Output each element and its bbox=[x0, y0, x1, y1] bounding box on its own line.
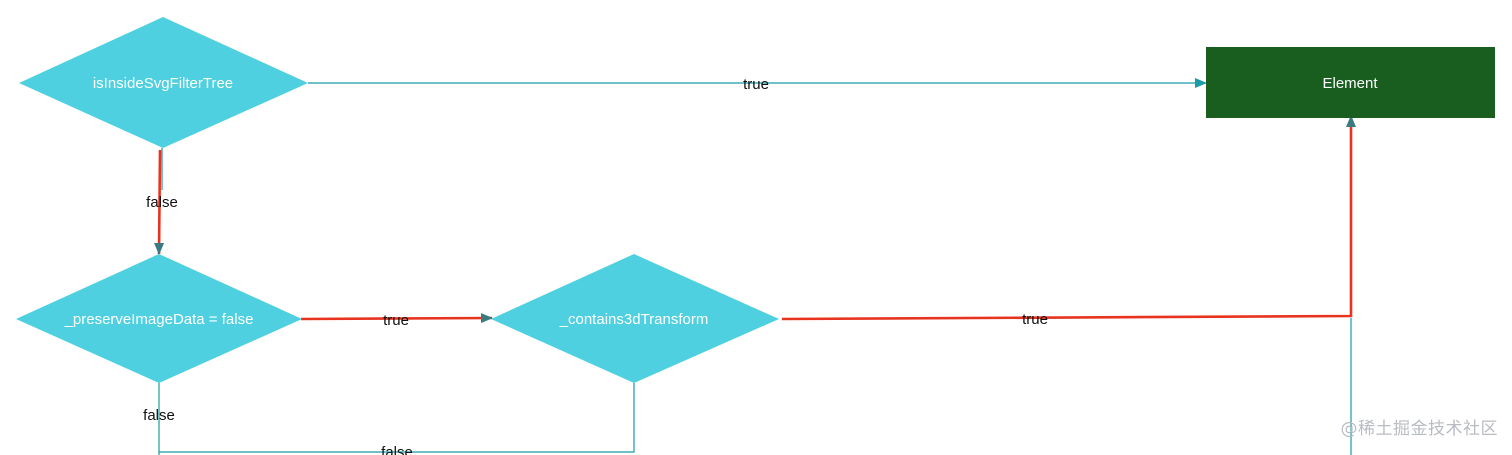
edge-filter-tree-false-highlight bbox=[154, 149, 165, 255]
highlighted-path bbox=[154, 115, 1356, 324]
decision-preserve-image-data: _preserveImageData = false bbox=[16, 254, 302, 383]
edge-preserve-true-highlight bbox=[300, 313, 493, 324]
decision-is-inside-svg-filter-tree: isInsideSvgFilterTree bbox=[19, 17, 308, 148]
decision-diamond bbox=[19, 17, 308, 148]
terminal-element: Element bbox=[1206, 47, 1495, 118]
edge-label-filter-tree-false: false bbox=[146, 194, 178, 211]
edge-label-transform-true: true bbox=[1022, 311, 1048, 328]
edge-transform-true-highlight bbox=[781, 115, 1356, 321]
decision-contains-3d-transform: _contains3dTransform bbox=[491, 254, 779, 383]
connector-lines bbox=[158, 78, 1352, 455]
edge-transform-false-line bbox=[159, 383, 635, 453]
edge-label-preserve-true: true bbox=[383, 312, 409, 329]
edge-label-transform-false: false bbox=[381, 444, 413, 455]
terminal-box bbox=[1206, 47, 1495, 118]
edge-label-filter-tree-true: true bbox=[743, 76, 769, 93]
decision-diamond bbox=[16, 254, 302, 383]
decision-diamond bbox=[491, 254, 779, 383]
decision-label: isInsideSvgFilterTree bbox=[93, 75, 233, 92]
edge-label-preserve-false: false bbox=[143, 407, 175, 424]
decision-label: _contains3dTransform bbox=[559, 311, 709, 328]
terminal-label: Element bbox=[1322, 75, 1378, 92]
decision-label: _preserveImageData = false bbox=[64, 311, 254, 328]
watermark-text: @稀土掘金技术社区 bbox=[1340, 419, 1498, 439]
edge-labels: true false true false true false bbox=[143, 76, 1048, 455]
